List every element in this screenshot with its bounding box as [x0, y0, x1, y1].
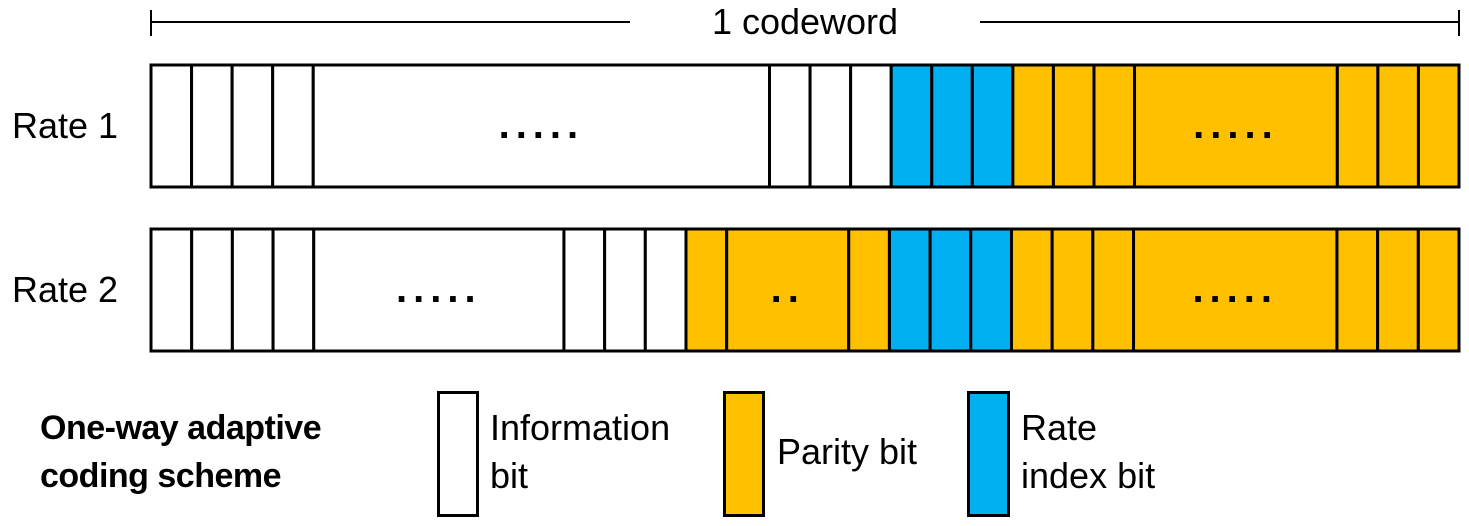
rate-1-information-bit-6: [768, 63, 812, 189]
codeword-span: [150, 10, 1460, 36]
rate-2-information-bit-1: [149, 227, 194, 353]
legend-label-information-line-1: Information: [490, 407, 671, 448]
legend-swatch-information: [437, 391, 479, 517]
rate-2-information-bit-2: [190, 227, 234, 353]
rate-2-ellipsis-5: .....: [396, 267, 482, 311]
rate-1-information-bit-5: [311, 63, 772, 189]
rate-2-ellipsis-10: ..: [771, 267, 805, 311]
scheme-title-line-1: One-way adaptive: [40, 409, 322, 447]
rate-2-parity-bit-16: [1050, 227, 1095, 353]
rate-1-parity-bit-14: [1092, 63, 1137, 189]
rate-1-ellipsis-15: .....: [1193, 103, 1279, 147]
rate-1-parity-bit-13: [1051, 63, 1096, 189]
rate-2-parity-bit-10: [725, 227, 851, 353]
rate-2-information-bit-8: [643, 227, 688, 353]
codeword-label: 1 codeword: [711, 1, 899, 42]
rate-2-information-bit-6: [562, 227, 607, 353]
row-label-rate-1: Rate 1: [12, 105, 119, 146]
rate-1-information-bit-4: [271, 63, 315, 189]
rate-1-information-bit-1: [149, 63, 194, 189]
rate-1-parity-bit-17: [1376, 63, 1420, 189]
rate-1-rate-index-bit-11: [970, 63, 1015, 189]
legend-label-information-line-2: bit: [490, 455, 529, 496]
rate-2-parity-bit-19: [1335, 227, 1380, 353]
rate-2-parity-bit-20: [1376, 227, 1420, 353]
legend-label-rate-index-line-2: index bit: [1021, 455, 1156, 496]
legend-swatch-rate-index: [967, 391, 1010, 517]
row-label-rate-2: Rate 2: [12, 269, 119, 310]
scheme-title-line-2: coding scheme: [40, 457, 282, 495]
rate-1-information-bit-3: [230, 63, 275, 189]
rate-1-parity-bit-16: [1335, 63, 1380, 189]
legend-label-parity: Parity bit: [777, 431, 918, 472]
rate-2-ellipsis-18: .....: [1192, 267, 1278, 311]
rate-1-ellipsis-5: .....: [499, 103, 585, 147]
legend-label-rate-index-line-1: Rate: [1021, 407, 1098, 448]
rate-2-parity-bit-18: [1132, 227, 1339, 353]
rate-2-rate-index-bit-12: [887, 227, 932, 353]
rate-1-parity-bit-15: [1133, 63, 1339, 189]
rate-2-rate-index-bit-14: [969, 227, 1013, 353]
rate-2-parity-bit-21: [1416, 227, 1461, 353]
legend-swatch-parity: [723, 391, 765, 517]
codeword-rows: ......................: [149, 63, 1461, 353]
rate-1-information-bit-2: [190, 63, 234, 189]
rate-2-information-bit-7: [603, 227, 647, 353]
rate-1-parity-bit-18: [1416, 63, 1461, 189]
